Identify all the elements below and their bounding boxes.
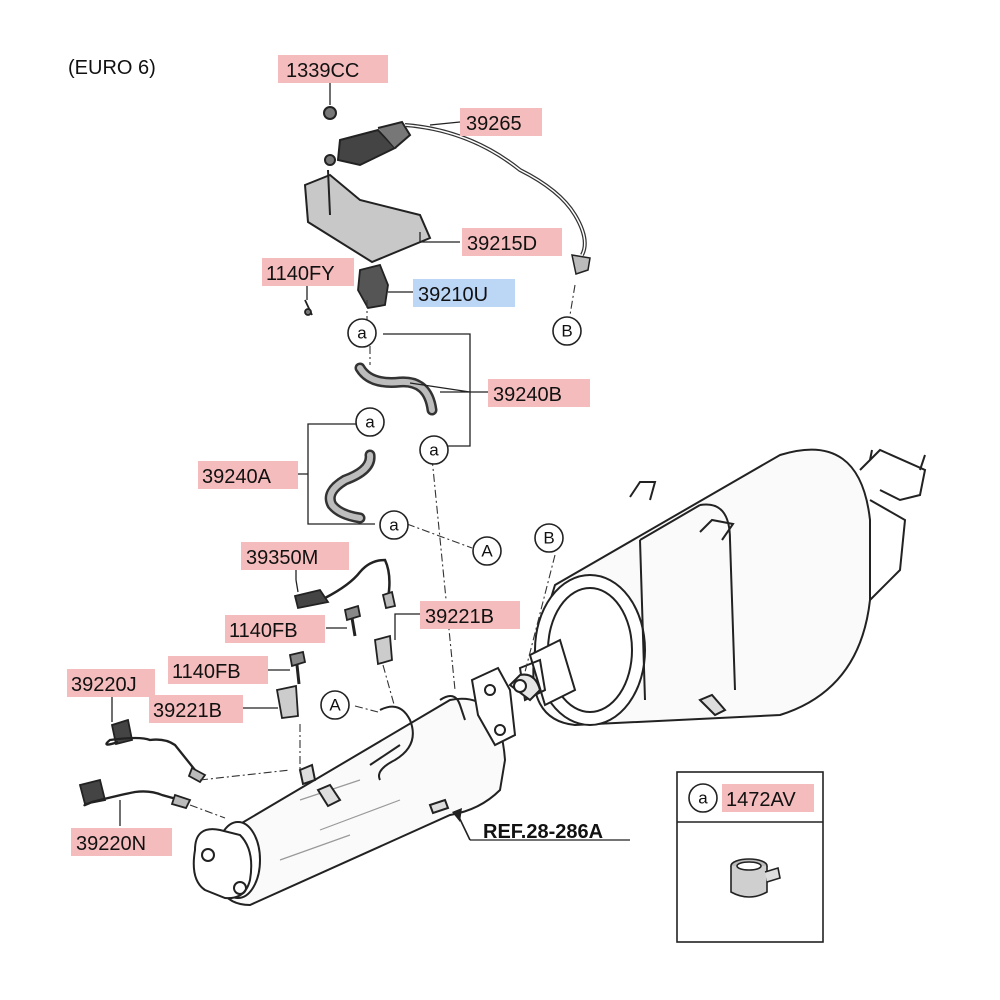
hose-39240b-fill — [357, 365, 435, 413]
svg-text:39265: 39265 — [466, 113, 522, 135]
svg-text:39210U: 39210U — [418, 284, 488, 306]
callout-39240a[interactable]: 39240A — [198, 461, 298, 489]
callout-1140fy[interactable]: 1140FY — [262, 258, 354, 286]
temp-sensor-39220n — [78, 778, 192, 810]
svg-text:1140FB: 1140FB — [229, 620, 298, 642]
svg-text:1140FB: 1140FB — [172, 661, 241, 683]
marker-a-1[interactable]: a — [347, 318, 377, 348]
marker-A-1[interactable]: A — [472, 536, 502, 566]
callout-39220j[interactable]: 39220J — [67, 669, 155, 697]
callout-39221b-upper[interactable]: 39221B — [420, 601, 520, 629]
bolt-1140fb-lower — [288, 650, 307, 685]
nox-sensor-cable-highlight — [404, 124, 586, 256]
callout-1140fb-upper[interactable]: 1140FB — [225, 615, 325, 643]
legend-part-callout[interactable]: 1472AV — [722, 784, 814, 812]
marker-A-2[interactable]: A — [320, 690, 350, 720]
svg-text:a: a — [365, 413, 375, 432]
dpf-assembly — [192, 666, 542, 907]
bolt-1140fb-upper — [343, 604, 362, 637]
callout-1339cc[interactable]: 1339CC — [278, 55, 388, 83]
callout-39220n[interactable]: 39220N — [71, 828, 172, 856]
marker-a-2[interactable]: a — [355, 407, 385, 437]
svg-text:39240A: 39240A — [202, 466, 272, 488]
hose-clamp-icon — [730, 858, 781, 898]
svg-text:B: B — [543, 529, 554, 548]
svg-text:A: A — [481, 542, 493, 561]
svg-text:39215D: 39215D — [467, 233, 537, 255]
temp-sensor-39350m — [293, 558, 397, 610]
wiring-harness — [369, 695, 466, 781]
marker-B-2[interactable]: B — [534, 523, 564, 553]
legend-box: a 1472AV — [676, 771, 824, 943]
pressure-sensor — [304, 263, 389, 316]
callout-39350m[interactable]: 39350M — [241, 542, 349, 570]
leader-lines — [111, 82, 630, 841]
svg-text:39240B: 39240B — [493, 384, 562, 406]
svg-text:1140FY: 1140FY — [266, 263, 335, 285]
svg-text:39220N: 39220N — [76, 833, 146, 855]
svg-text:a: a — [429, 441, 439, 460]
callout-1140fb-lower[interactable]: 1140FB — [168, 656, 268, 684]
temp-sensor-39220j — [105, 718, 207, 784]
muffler-assembly — [518, 448, 927, 727]
svg-text:1339CC: 1339CC — [286, 60, 359, 82]
svg-text:a: a — [357, 324, 367, 343]
callout-39221b-lower[interactable]: 39221B — [149, 695, 243, 723]
svg-text:a: a — [698, 789, 708, 808]
marker-B-1[interactable]: B — [552, 316, 582, 346]
callout-39210u[interactable]: 39210U — [413, 279, 515, 307]
callout-39265[interactable]: 39265 — [460, 108, 542, 136]
svg-text:39350M: 39350M — [246, 547, 318, 569]
connection-lines — [189, 284, 576, 819]
bracket-39221b-upper — [374, 634, 393, 666]
svg-text:39220J: 39220J — [71, 674, 137, 696]
marker-a-3[interactable]: a — [419, 435, 449, 465]
svg-text:1472AV: 1472AV — [726, 789, 796, 811]
svg-text:A: A — [329, 696, 341, 715]
marker-a-4[interactable]: a — [379, 510, 409, 540]
reference-label[interactable]: REF.28-286A — [483, 821, 603, 843]
svg-text:39221B: 39221B — [153, 700, 222, 722]
nox-sensor-module — [303, 106, 432, 264]
nox-probe — [571, 254, 591, 275]
ref-arrow-head — [452, 808, 462, 822]
variant-title: (EURO 6) — [68, 57, 156, 79]
legend-marker: a — [688, 783, 718, 813]
svg-text:39221B: 39221B — [425, 606, 494, 628]
svg-text:a: a — [389, 516, 399, 535]
callout-39240b[interactable]: 39240B — [488, 379, 590, 407]
svg-text:B: B — [561, 322, 572, 341]
hose-39240a-fill — [327, 452, 374, 521]
bracket-39221b-lower — [275, 684, 299, 719]
callout-39215d[interactable]: 39215D — [462, 228, 562, 256]
